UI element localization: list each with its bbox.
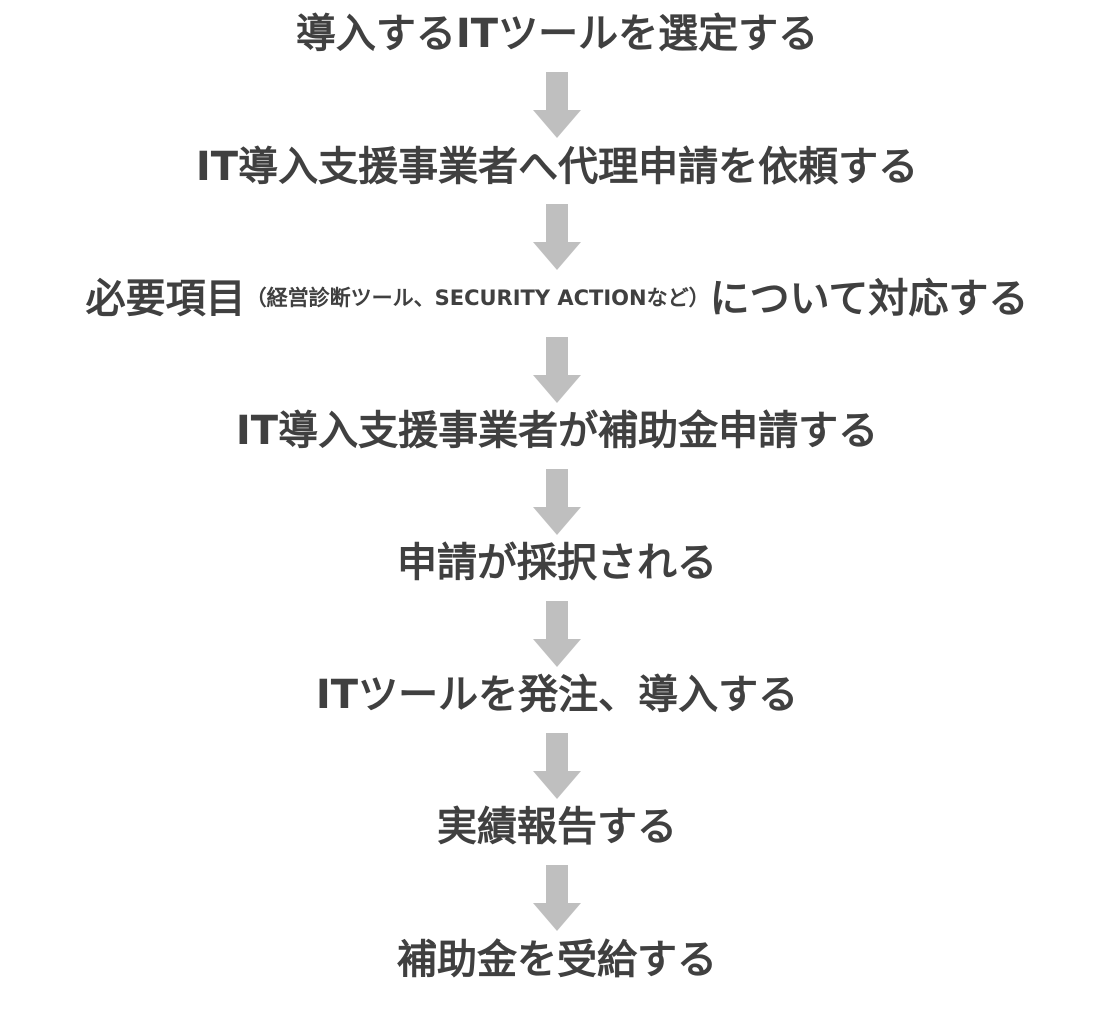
step-3-required-items: 必要項目（経営診断ツール、SECURITY ACTIONなど）について対応する [0, 279, 1114, 319]
step-1-select-tool: 導入するITツールを選定する [0, 14, 1114, 54]
step-1-label: 導入するITツールを選定する [295, 11, 819, 57]
arrow-down-icon [533, 72, 581, 138]
arrow-down-icon [533, 601, 581, 667]
step-2-label: IT導入支援事業者へ代理申請を依頼する [195, 144, 919, 190]
step-8-label: 補助金を受給する [397, 937, 717, 983]
arrow-down-icon [533, 204, 581, 270]
step-2-request-proxy: IT導入支援事業者へ代理申請を依頼する [0, 147, 1114, 187]
step-4-apply-subsidy: IT導入支援事業者が補助金申請する [0, 411, 1114, 451]
step-6-order-install: ITツールを発注、導入する [0, 675, 1114, 715]
step-7-label: 実績報告する [437, 804, 677, 850]
step-6-label: ITツールを発注、導入する [315, 672, 799, 718]
step-3-note: （経営診断ツール、SECURITY ACTIONなど） [245, 285, 710, 310]
step-3-tail: について対応する [709, 276, 1029, 322]
step-7-report: 実績報告する [0, 807, 1114, 847]
step-5-adopted: 申請が採択される [0, 543, 1114, 583]
step-3-main: 必要項目 [85, 276, 246, 322]
arrow-down-icon [533, 469, 581, 535]
step-5-label: 申請が採択される [397, 540, 717, 586]
step-4-label: IT導入支援事業者が補助金申請する [235, 408, 879, 454]
arrow-down-icon [533, 865, 581, 931]
step-8-receive-subsidy: 補助金を受給する [0, 940, 1114, 980]
arrow-down-icon [533, 337, 581, 403]
arrow-down-icon [533, 733, 581, 799]
